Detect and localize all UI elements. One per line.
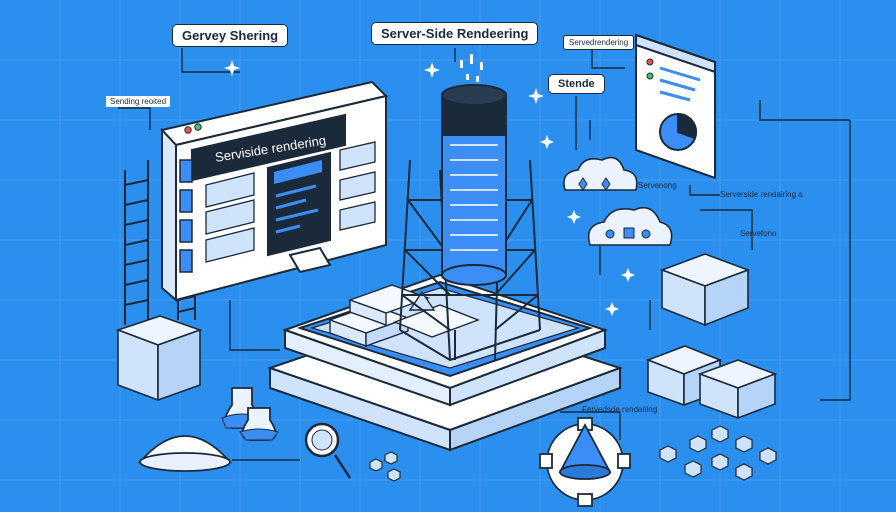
hex-tiles [369,425,777,482]
gear-with-cone [539,417,631,507]
cube-left [115,315,203,402]
label-servenong: Servenong [638,181,677,190]
sparkles [224,60,635,316]
ladder-tower-left [124,160,149,325]
magnifier [304,422,352,479]
cube-stack-right [645,253,778,420]
flasks [221,387,279,441]
label-stende: Stende [548,74,605,94]
data-particles [460,54,483,82]
label-servedrendering: Servedrendering [563,35,635,50]
cloud-top [563,156,638,191]
label-sending-reoited: Sending reoited [106,96,171,107]
label-fervedsde-rendaiting: Fervedsde rendaiting [582,405,658,414]
sand-pile [138,435,232,472]
analytics-window [635,33,716,180]
cloud-middle [587,206,673,246]
browser-monitor [160,80,388,303]
label-servefono: Servefono [740,229,777,238]
label-server-side-rendering: Server-Side Rendeering [371,22,539,45]
label-gervey-shering: Gervey Shering [172,24,289,47]
label-serverside-rendairing: Serverside rendairing a [720,190,803,199]
server-cylinder [441,84,507,286]
